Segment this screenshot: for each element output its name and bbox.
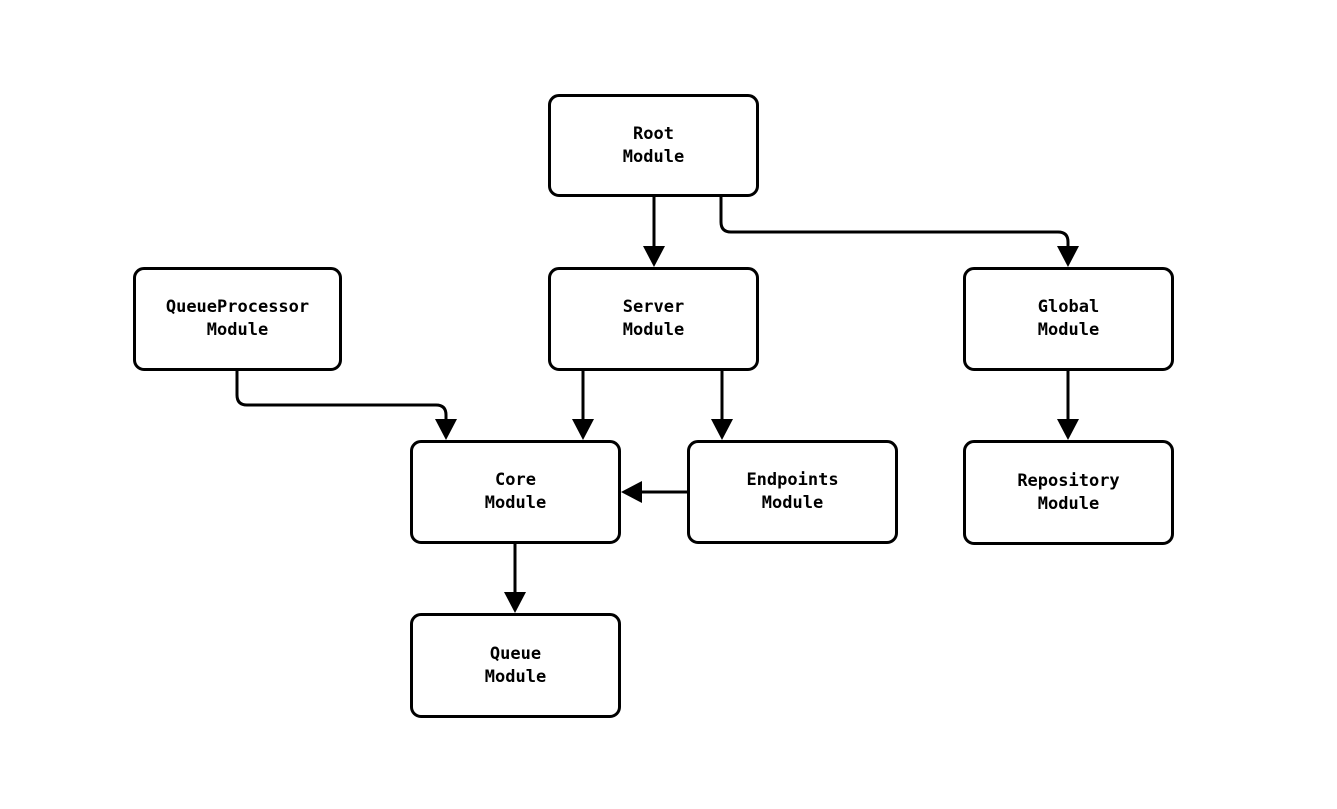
node-label: Global Module (1037, 297, 1100, 340)
edge-root-server (643, 197, 665, 267)
node-repository-module[interactable]: Repository Module (963, 440, 1174, 545)
node-global-module[interactable]: Global Module (963, 267, 1174, 371)
node-queueprocessor-module[interactable]: QueueProcessor Module (133, 267, 342, 371)
edge-core-queue (504, 544, 526, 613)
edge-root-global (719, 197, 1079, 267)
node-label: Repository Module (1017, 470, 1120, 514)
edge-server-core (572, 371, 594, 440)
edge-endpoints-core (621, 481, 687, 503)
node-label: QueueProcessor Module (165, 297, 310, 340)
node-endpoints-module[interactable]: Endpoints Module (687, 440, 898, 544)
node-root-module[interactable]: Root Module (548, 94, 759, 197)
node-label: Server Module (622, 297, 685, 340)
node-label: Core Module (484, 470, 547, 513)
edge-queueprocessor-core (235, 371, 457, 440)
edge-server-endpoints (711, 371, 733, 440)
node-label: Root Module (622, 123, 685, 167)
node-label: Queue Module (484, 643, 547, 687)
node-core-module[interactable]: Core Module (410, 440, 621, 544)
edge-global-repository (1057, 371, 1079, 440)
node-server-module[interactable]: Server Module (548, 267, 759, 371)
node-queue-module[interactable]: Queue Module (410, 613, 621, 718)
node-label: Endpoints Module (746, 470, 839, 513)
